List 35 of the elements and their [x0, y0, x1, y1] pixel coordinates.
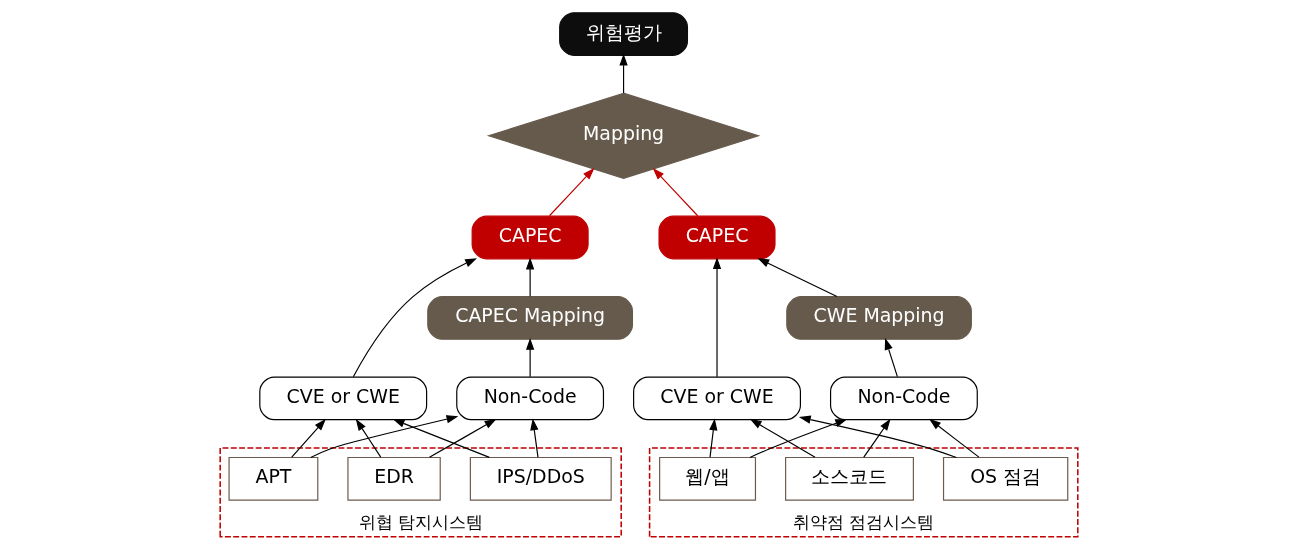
- node-box: 위험평가: [558, 12, 688, 56]
- arrow: [708, 418, 717, 458]
- node-box: IPS/DDoS: [469, 456, 612, 501]
- node-box: 웹/앱: [658, 456, 756, 501]
- node-box: CAPEC: [657, 215, 776, 260]
- node-box: Non-Code: [829, 376, 978, 421]
- arrow: [756, 258, 837, 298]
- arrow: [525, 257, 534, 297]
- node-box: CVE or CWE: [258, 376, 427, 421]
- arrow: [529, 418, 539, 458]
- arrow: [862, 418, 891, 458]
- arrow: [309, 415, 458, 458]
- arrow: [652, 167, 698, 217]
- arrow: [525, 338, 534, 378]
- node-box: OS 점검: [942, 456, 1068, 501]
- node-box: CVE or CWE: [632, 376, 801, 421]
- arrow: [928, 418, 979, 458]
- arrow: [548, 167, 594, 217]
- arrow: [352, 258, 477, 378]
- node-box: CWE Mapping: [785, 296, 972, 340]
- arrow: [290, 418, 326, 458]
- arrow: [712, 257, 721, 378]
- node-box: CAPEC: [471, 215, 589, 260]
- arrow: [428, 418, 496, 458]
- node-box: EDR: [346, 456, 441, 501]
- node-box: CAPEC Mapping: [426, 296, 633, 340]
- node-box: APT: [228, 456, 318, 501]
- arrow: [749, 418, 816, 458]
- arrow: [355, 418, 381, 458]
- arrow: [798, 415, 957, 459]
- arrow: [618, 53, 628, 94]
- arrow: [748, 419, 847, 458]
- node-box: Non-Code: [455, 376, 604, 421]
- arrow: [884, 338, 898, 378]
- node-box: 소스코드: [784, 456, 914, 501]
